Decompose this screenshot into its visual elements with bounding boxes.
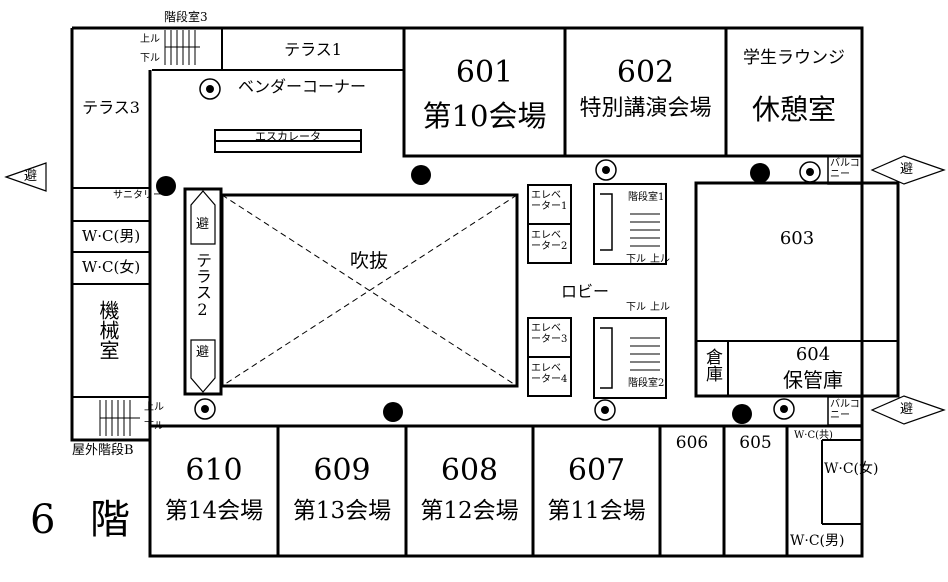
room-609-name: 第13会場 [292, 498, 392, 524]
elevator-3-label: エレベーター3 [531, 323, 568, 345]
room-607-number: 607 [567, 453, 626, 488]
terrace1-label: テラス1 [284, 40, 342, 59]
room-608-name: 第12会場 [420, 498, 519, 524]
room-609-number: 609 [313, 453, 371, 488]
stair1-label: 階段室1 [628, 192, 665, 203]
stair3-down: 下ル [140, 53, 160, 64]
atrium-label: 吹抜 [350, 250, 389, 272]
room-606-number: 606 [675, 433, 709, 453]
vendor-corner-label: ベンダーコーナー [238, 77, 367, 96]
evac-sign-east-1: 避 [900, 162, 914, 177]
stair1-down: 下ル [626, 254, 646, 265]
elevator-2-label: エレベーター2 [531, 230, 568, 252]
lobby-label: ロビー [561, 282, 610, 301]
stair3-up: 上ル [140, 34, 160, 45]
room-610-name: 第14会場 [164, 498, 264, 524]
wc-male-east-label: W·C(男) [790, 533, 845, 549]
lounge-title: 学生ラウンジ [743, 48, 845, 68]
evac-sign-terrace2-bottom: 避 [196, 345, 210, 360]
evac-sign-east-2: 避 [900, 402, 914, 417]
sanitary-label: サニタリー [113, 190, 163, 201]
room-602-number: 602 [616, 55, 675, 90]
stairb-down: 下ル [144, 421, 164, 432]
stair1-up: 上ル [650, 254, 670, 265]
lounge-name: 休憩室 [751, 93, 836, 126]
wc-multi-label: W·C(共) [794, 430, 833, 441]
elevator-1-label: エレベーター1 [531, 190, 568, 212]
balcony-label-2: バルコニー [830, 399, 860, 421]
escalator-label: エスカレータ [255, 130, 321, 143]
room-604-name: 保管庫 [783, 368, 843, 392]
machine-room-label: 機械室 [96, 300, 120, 360]
room-610-number: 610 [185, 453, 243, 488]
stairb-up: 上ル [144, 402, 164, 413]
balcony-label-1: バルコニー [830, 158, 860, 180]
wc-female-label: W·C(女) [81, 258, 141, 276]
room-607-name: 第11会場 [547, 498, 646, 524]
room-603-number: 603 [779, 228, 815, 249]
stair2-up: 上ル [650, 302, 670, 313]
elevator-4-label: エレベーター4 [531, 363, 568, 385]
room-608-number: 608 [440, 453, 499, 488]
room-604-number: 604 [795, 344, 831, 365]
outdoor-stair-b-label: 屋外階段B [72, 443, 134, 458]
terrace2-label: テラス2 [193, 252, 212, 319]
evac-sign-west: 避 [24, 169, 38, 184]
room-601-name: 第10会場 [422, 99, 547, 133]
evac-sign-terrace2-top: 避 [196, 217, 210, 232]
stair2-label: 階段室2 [628, 378, 665, 389]
wc-female-east-label: W·C(女) [824, 461, 879, 477]
room-601-number: 601 [455, 55, 514, 90]
storage-label: 倉庫 [702, 348, 722, 382]
terrace3-label: テラス3 [82, 98, 140, 117]
room-605-number: 605 [739, 433, 772, 453]
wc-male-label: W·C(男) [81, 227, 141, 245]
floor-kanji: 階 [90, 497, 130, 543]
floor-number: 6 [30, 497, 56, 543]
stair2-down: 下ル [626, 302, 646, 313]
stair3-label: 階段室3 [164, 10, 208, 24]
room-602-name: 特別講演会場 [579, 96, 712, 121]
